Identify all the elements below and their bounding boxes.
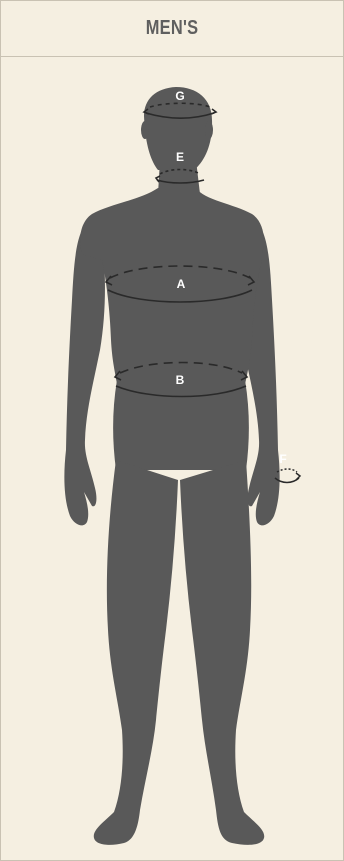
label-wrist: F — [279, 452, 286, 466]
figure-arm-left — [64, 222, 105, 525]
figure-ear-left — [141, 121, 149, 139]
figure-leg-left — [94, 460, 178, 845]
label-chest: A — [177, 277, 186, 291]
label-neck: E — [176, 150, 184, 164]
label-head: G — [175, 89, 184, 103]
label-waist: B — [176, 373, 185, 387]
figure-torso — [80, 188, 264, 384]
figure-pelvis — [113, 380, 249, 470]
figure-leg-right — [180, 460, 264, 845]
figure-ear-right — [205, 121, 213, 139]
